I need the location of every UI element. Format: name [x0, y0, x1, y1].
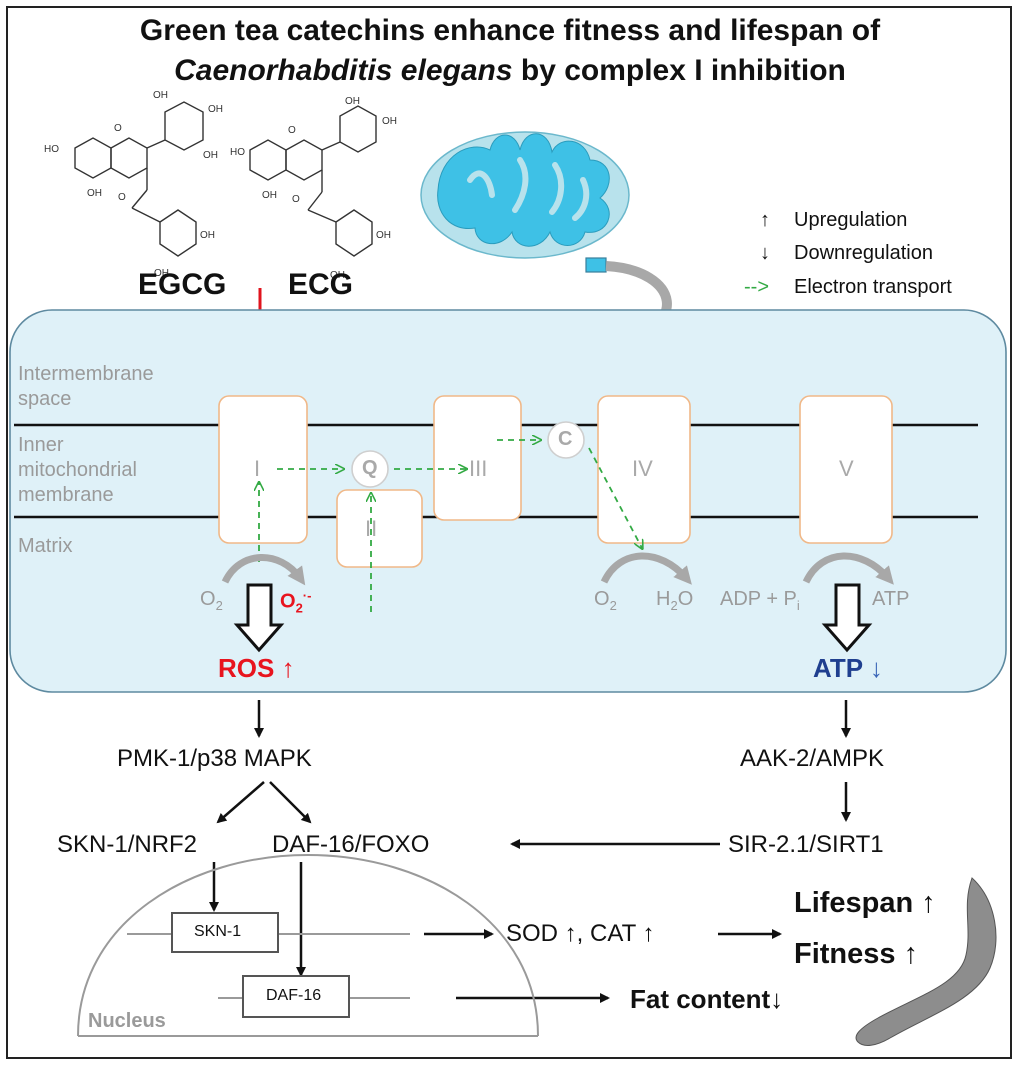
- complex-v-label: V: [839, 456, 854, 481]
- legend-electron-label: Electron transport: [794, 276, 952, 298]
- title-line-1: Green tea catechins enhance fitness and …: [139, 14, 881, 47]
- complex-ii-label: II: [365, 516, 378, 541]
- worm: [855, 877, 997, 1046]
- ecg-structure: [249, 105, 377, 257]
- egcg-atom-o-2: O: [118, 192, 126, 203]
- egcg-label: EGCG: [138, 268, 227, 301]
- ros-block-arrow: [233, 583, 285, 653]
- lifespan-outcome: Lifespan ↑: [794, 887, 936, 919]
- daf-16-foxo: DAF-16/FOXO: [272, 831, 430, 858]
- ecg-atom-oh-2: OH: [345, 96, 360, 107]
- legend-down-symbol: ↓: [760, 242, 770, 264]
- cytochrome-c-label: C: [558, 428, 573, 450]
- matrix-label: Matrix: [18, 535, 73, 557]
- egcg-atom-oh-4: OH: [203, 150, 218, 161]
- legend-up-symbol: ↑: [760, 209, 770, 231]
- complex-iii-label: III: [469, 456, 488, 481]
- reaction-arrow-complex-i: [221, 554, 306, 586]
- egcg-structure: [74, 101, 204, 257]
- intermembrane-label-2: space: [18, 388, 72, 410]
- daf-16-gene-box: [242, 975, 350, 1018]
- egcg-atom-oh-3: OH: [208, 104, 223, 115]
- atp-product: ATP: [872, 588, 910, 610]
- oxygen-left: O2: [200, 588, 223, 613]
- egcg-atom-oh-6: OH: [200, 230, 215, 241]
- adp-plus-pi: ADP + Pi: [720, 588, 800, 613]
- egcg-atom-oh-2: OH: [153, 90, 168, 101]
- atp-block-arrow: [821, 583, 873, 653]
- electron-transport-arrows: [259, 440, 642, 612]
- fat-content-outcome: Fat content↓: [630, 984, 784, 1014]
- aak-2-ampk: AAK-2/AMPK: [740, 745, 885, 772]
- skn-1-gene-label: SKN-1: [194, 923, 242, 940]
- figure-frame: [6, 6, 1012, 1059]
- ecg-atom-ho-1: HO: [230, 147, 245, 158]
- ecg-atom-oh-4: OH: [330, 270, 345, 281]
- complex-iv-label: IV: [632, 456, 653, 481]
- legend-electron-symbol: -->: [744, 276, 769, 298]
- ecg-label: ECG: [288, 268, 354, 301]
- ecg-atom-o-1: O: [288, 125, 296, 136]
- title-line-2: Caenorhabditis elegans by complex I inhi…: [0, 54, 1020, 88]
- atp-output: ATP ↓: [813, 653, 883, 683]
- reaction-arrow-complex-iv: [600, 552, 692, 585]
- ubiquinone-label: Q: [362, 457, 378, 479]
- pmk-1-p38-mapk: PMK-1/p38 MAPK: [117, 745, 312, 772]
- egcg-atom-oh-5: OH: [154, 268, 169, 279]
- complex-iv: [597, 395, 691, 544]
- inner-membrane-label-1: Inner: [18, 434, 64, 456]
- ecg-atom-oh-5: OH: [376, 230, 391, 241]
- daf-16-gene-label: DAF-16: [266, 987, 322, 1004]
- skn-1-gene-box: [171, 912, 279, 953]
- oxygen-right: O2: [594, 588, 617, 613]
- legend-up-label: Upregulation: [794, 209, 908, 231]
- fitness-outcome: Fitness ↑: [794, 938, 919, 970]
- inner-membrane-label-3: membrane: [18, 484, 114, 506]
- complex-ii: [336, 489, 423, 568]
- title-line-2-rest: by complex I inhibition: [512, 54, 846, 87]
- legend-down-label: Downregulation: [794, 242, 933, 264]
- ecg-atom-oh-3: OH: [382, 116, 397, 127]
- inner-membrane-label-2: mitochondrial: [18, 459, 137, 481]
- nucleus-outline: [77, 853, 539, 1037]
- cytochrome-c-circle: [547, 421, 585, 459]
- intermembrane-label-1: Intermembrane: [18, 363, 154, 385]
- water: H2O: [656, 588, 694, 613]
- complex-i: [218, 395, 308, 544]
- nucleus-label: Nucleus: [88, 1010, 166, 1032]
- ecg-atom-oh-1: OH: [262, 190, 277, 201]
- egcg-atom-ho-1: HO: [44, 144, 59, 155]
- egcg-atom-o-1: O: [114, 123, 122, 134]
- title-species: Caenorhabditis elegans: [174, 54, 513, 87]
- skn-1-nrf2: SKN-1/NRF2: [57, 831, 198, 858]
- ubiquinone-circle: [351, 450, 389, 488]
- sir-2-1-sirt1: SIR-2.1/SIRT1: [728, 831, 884, 858]
- ecg-atom-o-2: O: [292, 194, 300, 205]
- complex-i-label: I: [254, 456, 261, 481]
- egcg-atom-oh-1: OH: [87, 188, 102, 199]
- signaling-arrows: [209, 700, 851, 1003]
- sod-cat: SOD ↑, CAT ↑: [506, 920, 655, 947]
- superoxide: O2·-: [280, 588, 312, 616]
- mitochondrion: [420, 131, 630, 273]
- complex-v: [799, 395, 893, 544]
- ros-output: ROS ↑: [218, 653, 295, 683]
- reaction-arrow-complex-v: [802, 552, 894, 585]
- complex-iii: [433, 395, 522, 521]
